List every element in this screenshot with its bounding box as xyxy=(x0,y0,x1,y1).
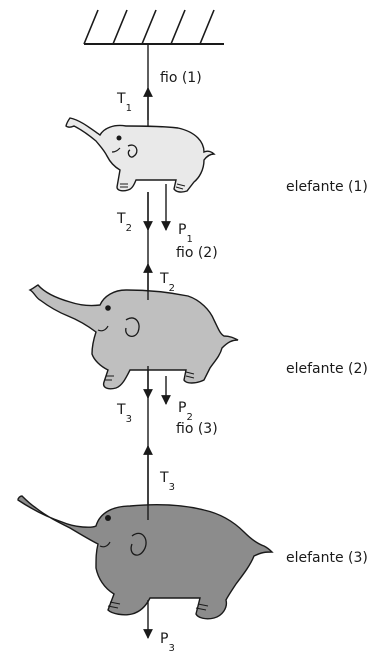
elephant-2-mouth xyxy=(97,325,109,332)
label-fio-2: fio (2) xyxy=(176,245,218,261)
label-t2-upper: T2 xyxy=(116,211,132,234)
label-elefante-2: elefante (2) xyxy=(286,361,368,377)
elephant-1-eye xyxy=(116,135,122,141)
elephant-3-eye xyxy=(105,515,111,521)
elephant-2-body xyxy=(28,284,239,390)
label-t2-lower: T2 xyxy=(159,271,175,294)
label-fio-3: fio (3) xyxy=(176,421,218,437)
elephant-2-ear xyxy=(125,317,140,338)
label-elefante-3: elefante (3) xyxy=(286,550,368,566)
elephant-1-body xyxy=(65,117,216,193)
elephant-1 xyxy=(65,117,216,193)
elephant-1-mouth xyxy=(111,147,121,153)
ceiling-support xyxy=(83,9,224,45)
label-t1: T1 xyxy=(116,91,132,114)
label-p3: P3 xyxy=(160,631,175,654)
label-p1: P1 xyxy=(178,222,193,245)
elephant-3-ear xyxy=(130,532,147,556)
label-t3-lower: T3 xyxy=(159,470,175,493)
elephant-2-eye xyxy=(105,305,111,311)
elephant-3 xyxy=(17,495,274,620)
label-elefante-1: elefante (1) xyxy=(286,179,368,195)
elephant-1-ear xyxy=(127,144,138,158)
force-arrows xyxy=(143,87,171,639)
label-p2: P2 xyxy=(178,400,193,423)
elephant-3-body xyxy=(17,495,274,620)
elephant-3-mouth xyxy=(99,541,111,548)
elephant-2 xyxy=(28,284,239,390)
label-fio-1: fio (1) xyxy=(160,70,202,86)
label-t3-upper: T3 xyxy=(116,402,132,425)
